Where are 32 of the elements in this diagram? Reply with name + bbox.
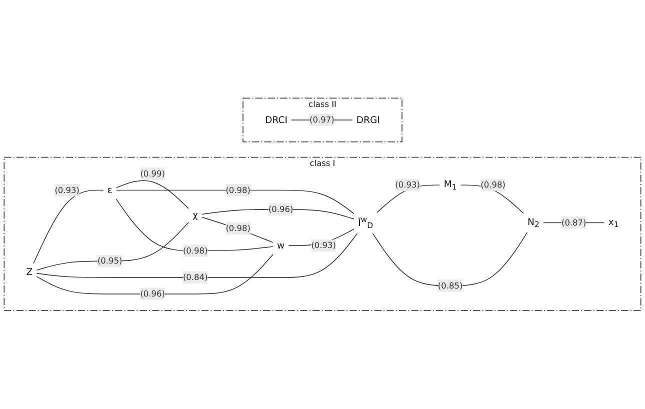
edge-label: (0.85) — [438, 280, 463, 291]
edge-label: (0.98) — [226, 185, 250, 196]
connector — [36, 222, 189, 271]
node-text: χ — [192, 210, 198, 221]
node-text: w — [277, 240, 285, 252]
connector — [116, 190, 354, 214]
edge-label: (0.95) — [97, 256, 122, 266]
node-text: x$_{1}$ — [608, 216, 619, 230]
edge-label: (0.93) — [54, 185, 80, 196]
connector — [33, 190, 104, 264]
node-text: ε — [107, 185, 112, 196]
connector — [116, 180, 189, 210]
edge-label: (0.98) — [182, 246, 208, 256]
edge-label: (0.84) — [182, 272, 208, 282]
node-text: M$_{1}$ — [444, 179, 457, 192]
connector — [36, 233, 358, 278]
connector — [116, 199, 274, 252]
node-text: Z — [26, 267, 33, 278]
edge-label: (0.98) — [226, 224, 250, 234]
edge-label: (0.98) — [480, 180, 506, 190]
edge-label: (0.87) — [561, 218, 586, 228]
node-text: N$_{2}$ — [528, 216, 540, 230]
connector — [202, 217, 274, 244]
edge-label: (0.99) — [140, 168, 165, 179]
node-text: DRCI — [265, 114, 288, 126]
edge-label: (0.96) — [140, 289, 165, 299]
edge-label: (0.96) — [268, 204, 294, 214]
node-text: DRGI — [356, 114, 380, 126]
connector — [36, 254, 274, 295]
edge-label: (0.93) — [311, 240, 336, 250]
edge-label: (0.97) — [310, 115, 334, 125]
edge-label: (0.93) — [395, 180, 420, 190]
